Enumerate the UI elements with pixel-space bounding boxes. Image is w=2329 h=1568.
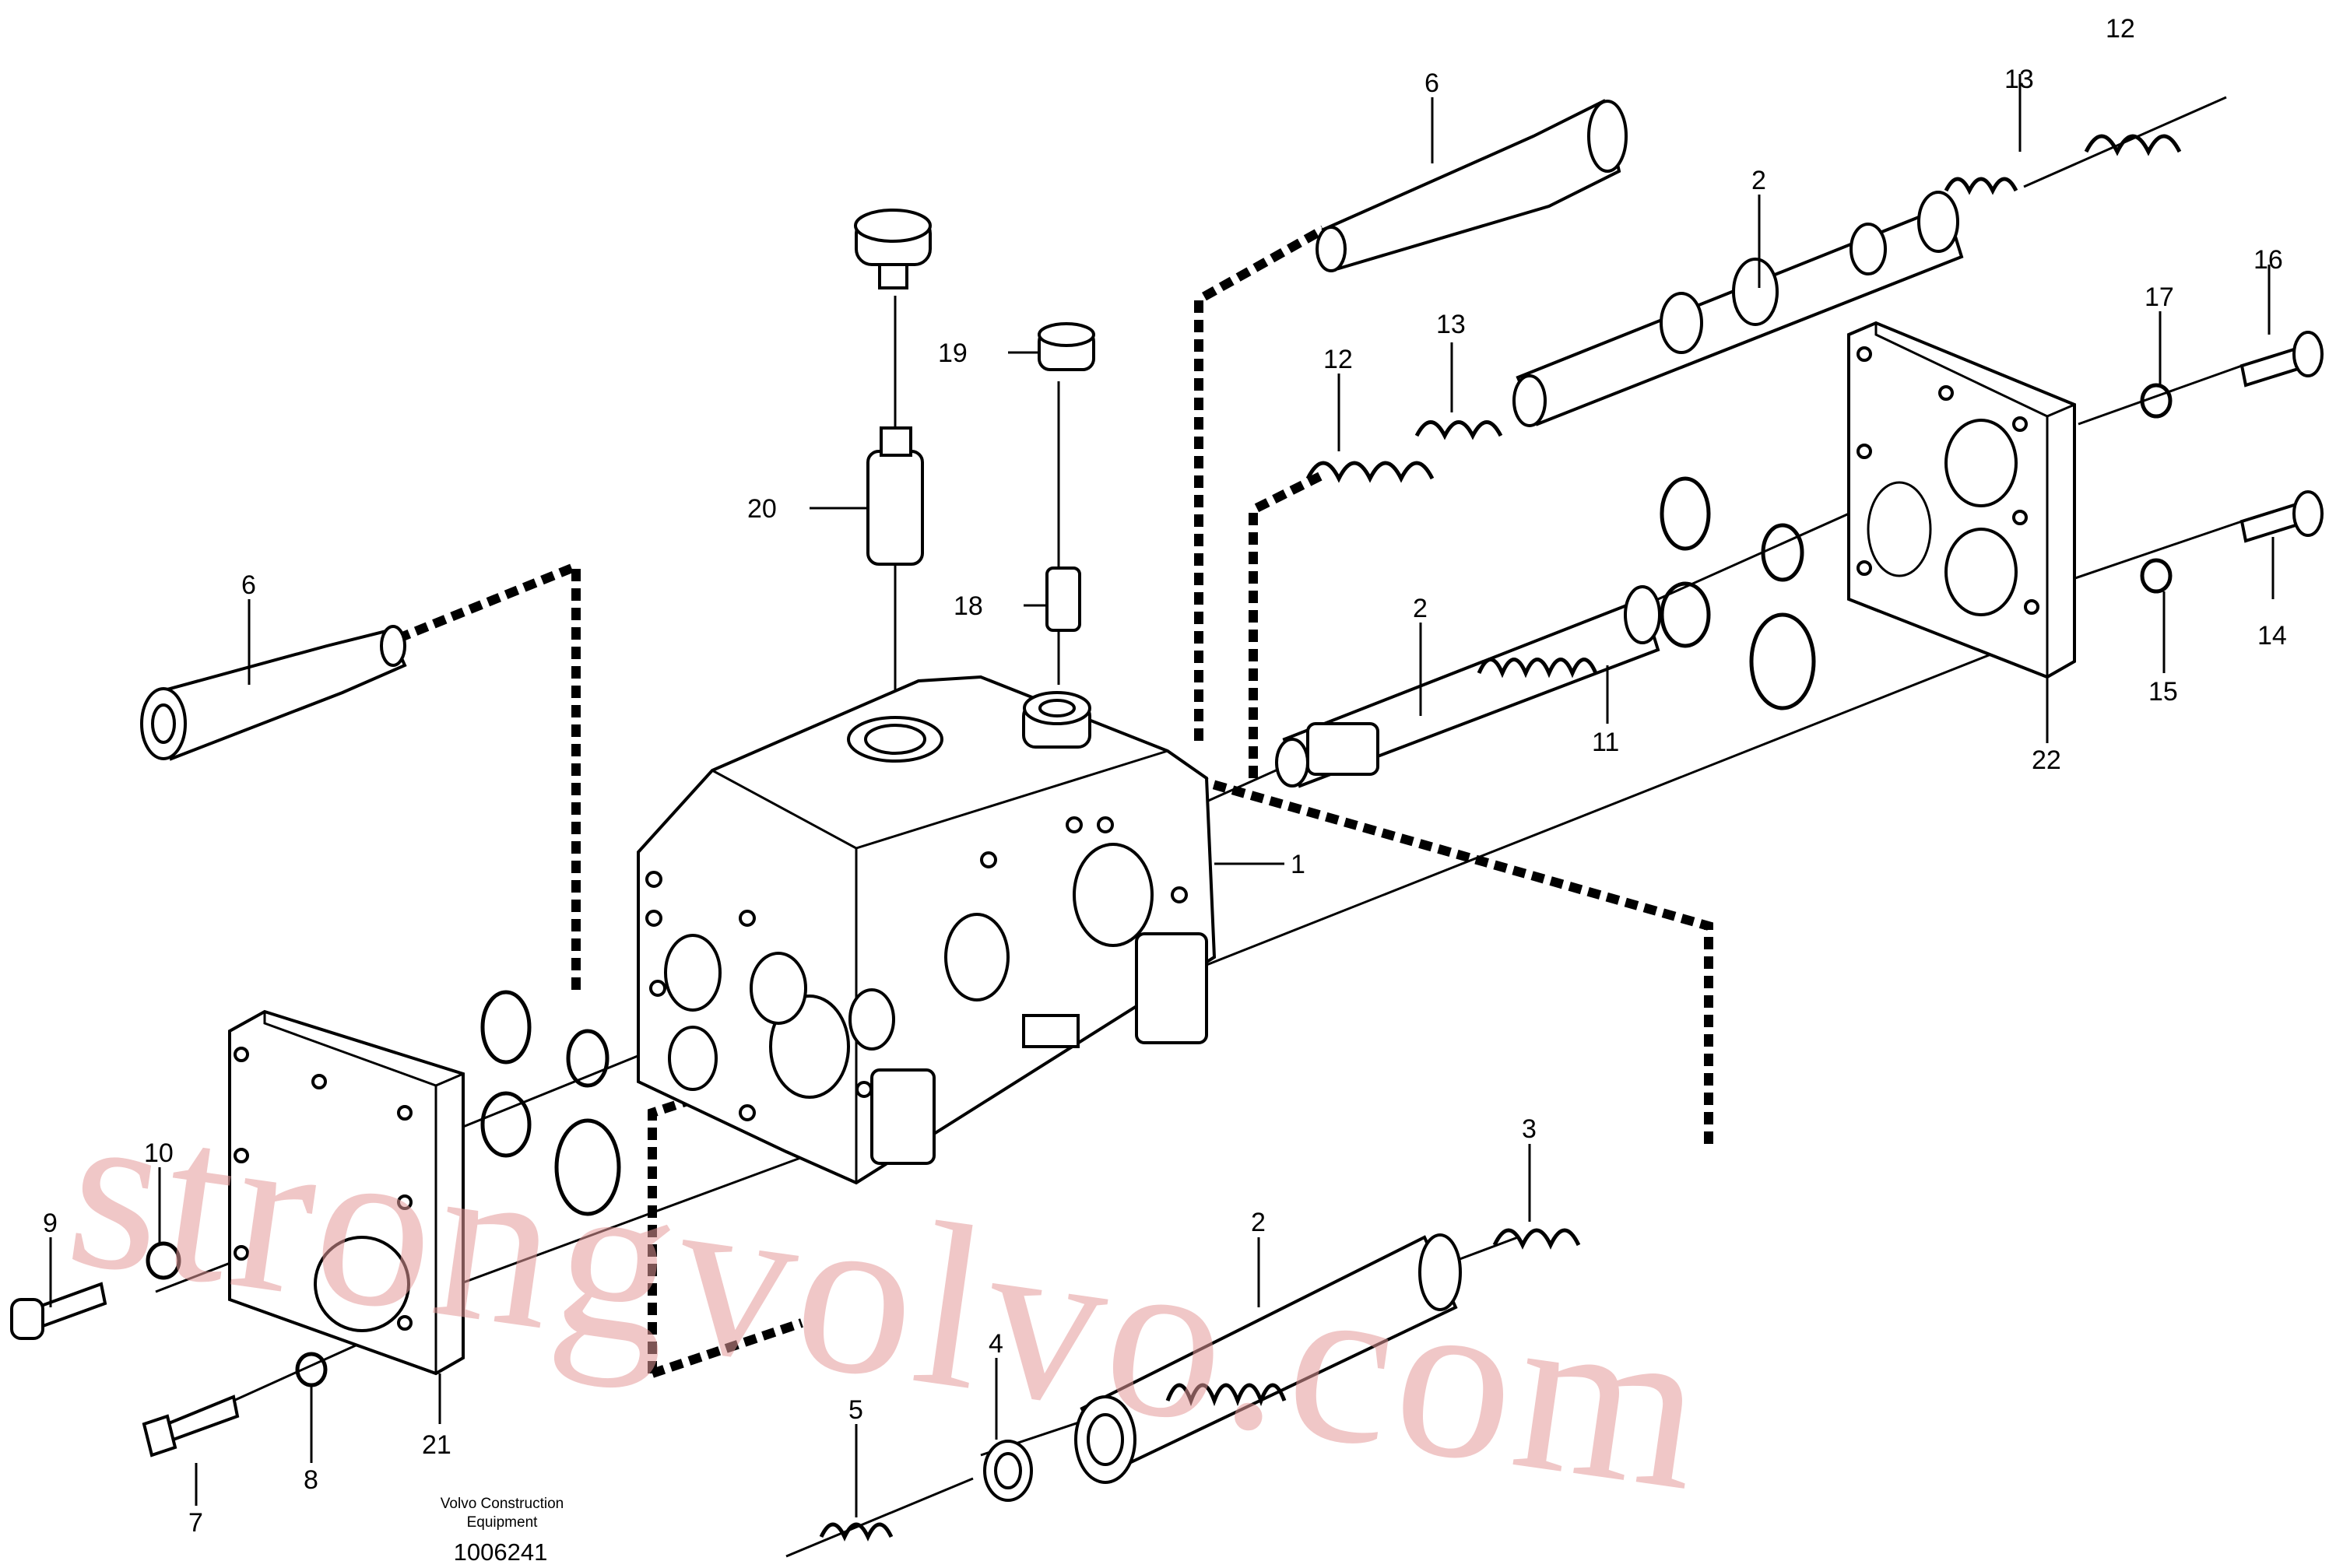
callout-11: 11: [1592, 728, 1619, 757]
valve-cartridge-left: [140, 625, 407, 761]
callout-22: 22: [2032, 745, 2061, 775]
valve-cartridge-top: [1316, 99, 1628, 272]
leader-lines: [49, 74, 2275, 1517]
upper-spool-assembly: [1305, 134, 2182, 483]
callout-2-lower: 2: [1251, 1208, 1266, 1237]
callout-15: 15: [2148, 677, 2178, 707]
valve-body: [637, 675, 1217, 1185]
caption-company-line2: Equipment: [467, 1514, 539, 1531]
top-plugs: [854, 209, 1095, 632]
diagram-number: 1006241: [454, 1538, 548, 1566]
dashed-connection-lines: [387, 225, 1713, 1378]
callout-12-upper: 12: [2106, 14, 2135, 44]
screws-and-washers: [10, 331, 2324, 1458]
callout-9: 9: [43, 1208, 58, 1238]
callout-2-top: 2: [1751, 166, 1766, 195]
callout-10: 10: [144, 1138, 174, 1168]
o-rings: [480, 476, 1816, 1216]
callout-21: 21: [422, 1430, 451, 1460]
callout-13-lower: 13: [1436, 310, 1466, 339]
callout-17: 17: [2145, 282, 2174, 312]
callout-16: 16: [2253, 245, 2283, 275]
callout-5: 5: [848, 1395, 863, 1425]
callout-4: 4: [989, 1329, 1003, 1359]
callout-14: 14: [2257, 621, 2287, 651]
left-cover-plate: [228, 1009, 465, 1376]
callout-7: 7: [188, 1508, 203, 1538]
lower-spool-assembly: [819, 1228, 1581, 1542]
callout-20: 20: [747, 494, 777, 524]
callout-8: 8: [304, 1465, 318, 1495]
callout-12-lower: 12: [1323, 345, 1353, 374]
middle-spool-assembly: [1275, 585, 1661, 788]
callout-1: 1: [1291, 850, 1305, 879]
callout-18: 18: [954, 591, 983, 621]
callout-6-top: 6: [1424, 68, 1439, 98]
callout-labels: 1 2 2 2 3 4 5 6 6 7 8 9 10 11 12 12 13 1…: [43, 14, 2287, 1538]
callout-19: 19: [938, 339, 968, 368]
callout-13-upper: 13: [2004, 65, 2034, 94]
diagram-caption: Volvo Construction Equipment 1006241: [441, 1496, 564, 1566]
caption-company: Volvo Construction: [441, 1496, 564, 1512]
right-cover-plate: [1847, 321, 2076, 679]
callout-2-middle: 2: [1413, 594, 1428, 623]
callout-6-left: 6: [241, 570, 256, 600]
callout-3: 3: [1522, 1114, 1537, 1144]
